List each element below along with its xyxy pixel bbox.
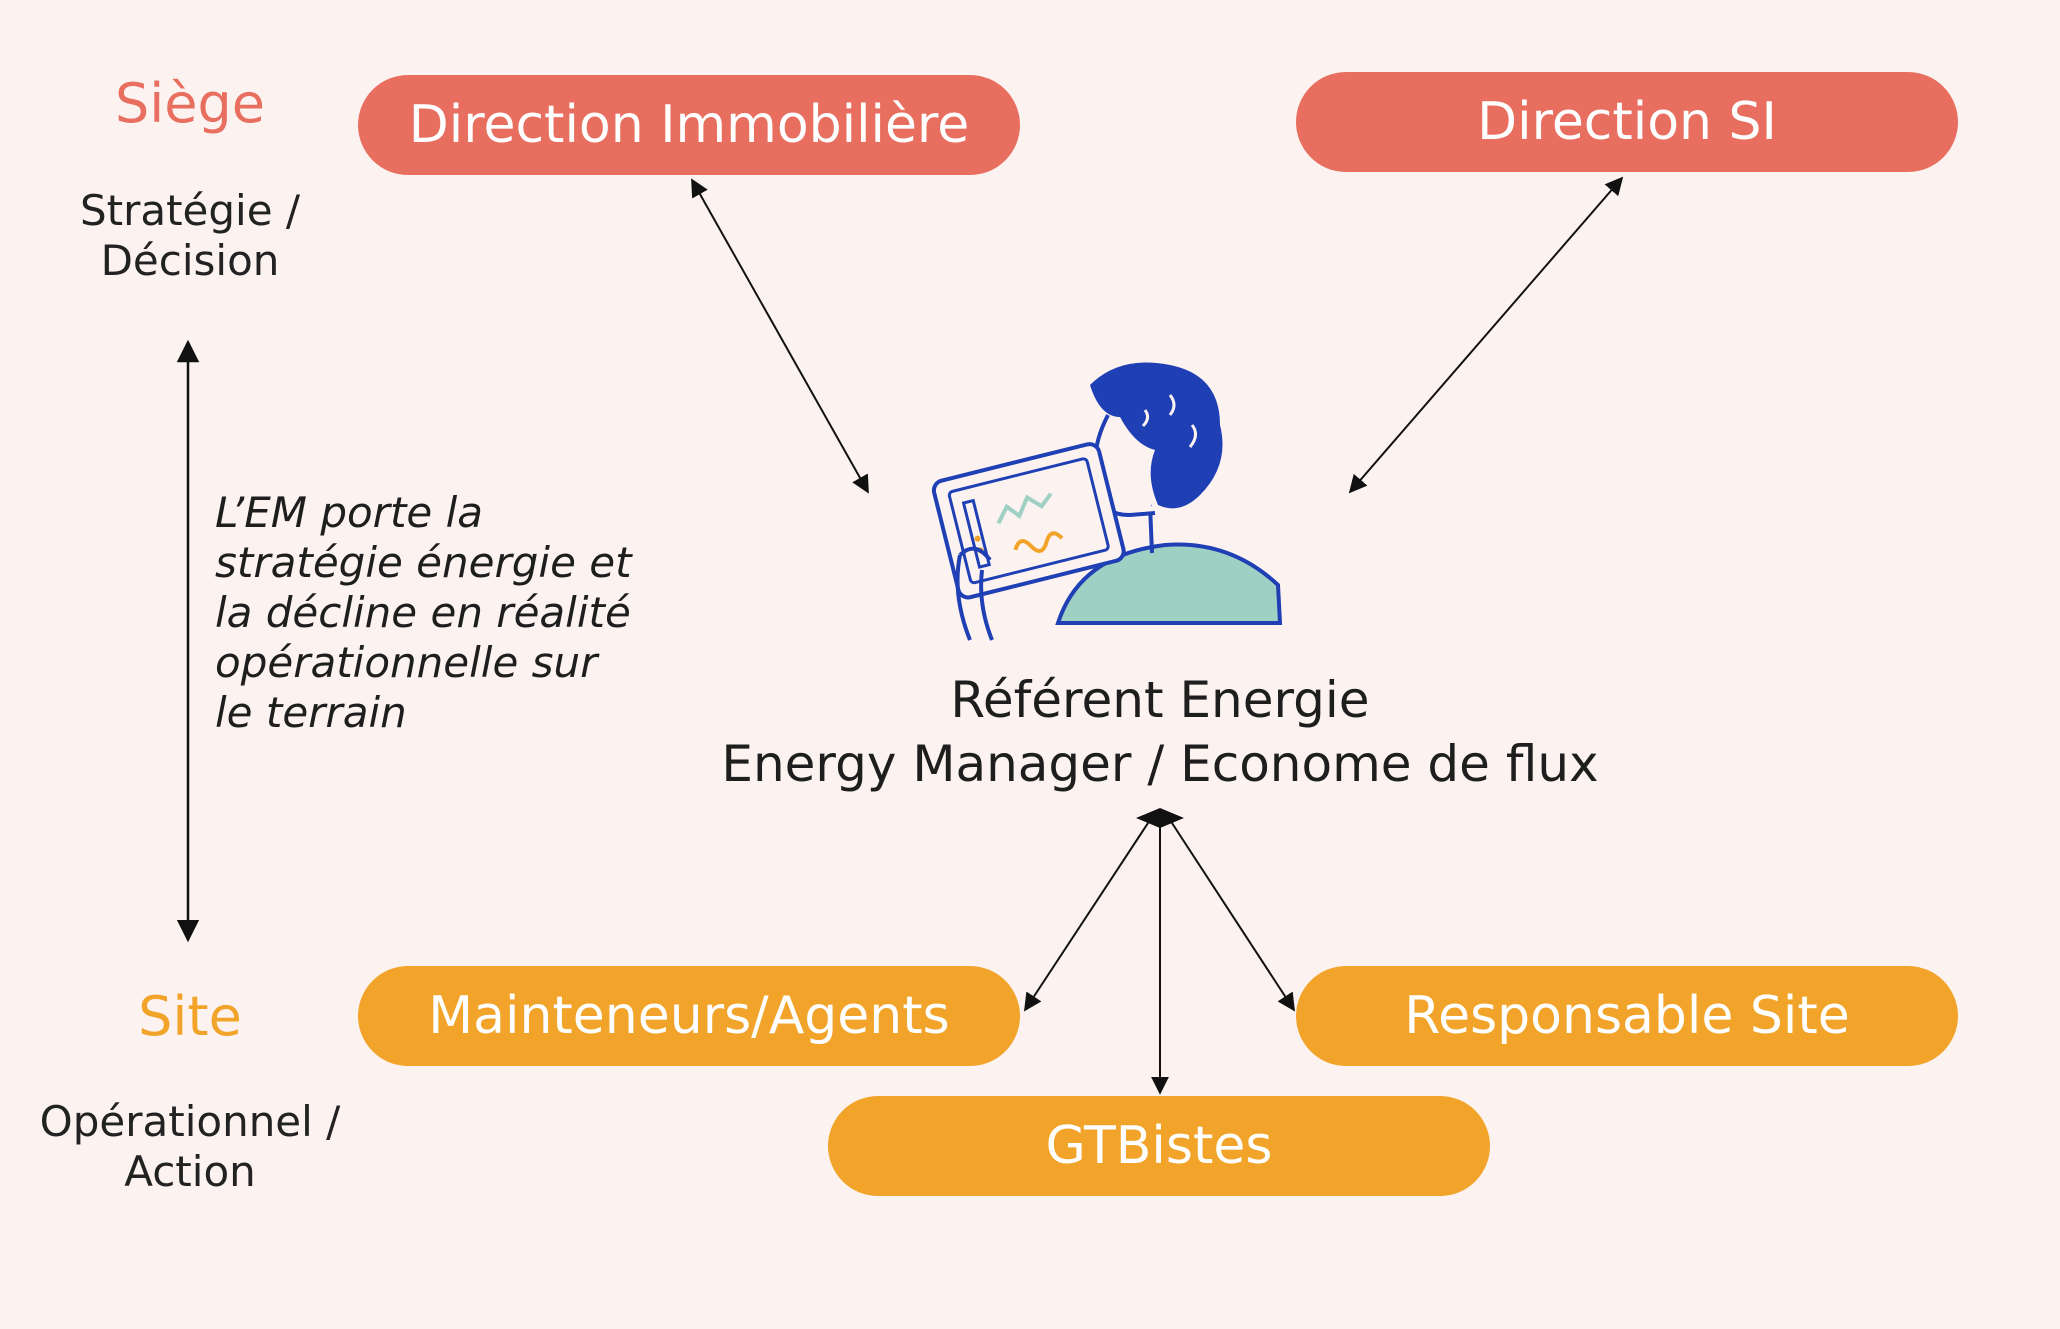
level-subtitle-siege: Stratégie / Décision [0,186,380,286]
central-subtitle: Energy Manager / Econome de flux [721,735,1599,793]
note-line-1: L’EM porte la [215,488,484,537]
note-line-5: le terrain [215,688,407,737]
node-gtbistes: GTBistes [828,1096,1490,1196]
level-title-siege: Siège [114,72,265,135]
arrow-mainteneurs [1024,819,1151,1012]
level-subtitle-site-line1: Opérationnel / [39,1097,341,1146]
arrow-direction-si [1348,176,1624,494]
level-subtitle-siege-line1: Stratégie / [79,186,301,235]
node-direction-si: Direction SI [1296,72,1958,172]
node-mainteneurs-agents: Mainteneurs/Agents [358,966,1020,1066]
level-subtitle-siege-line2: Décision [100,236,280,285]
level-subtitle-site: Opérationnel / Action [0,1097,380,1197]
central-role-label: Référent Energie Energy Manager / Econom… [640,668,1680,796]
level-subtitle-site-line2: Action [124,1147,256,1196]
note-line-3: la décline en réalité [215,588,631,637]
note-line-4: opérationnelle sur [215,638,598,687]
hub-diamond [1136,808,1184,828]
arrow-immobiliere [691,178,869,494]
energy-manager-icon [931,362,1283,641]
level-title-site: Site [138,985,242,1048]
note-line-2: stratégie énergie et [215,538,632,587]
em-role-note: L’EM porte la stratégie énergie et la dé… [215,488,685,738]
arrow-responsable-site [1169,819,1295,1012]
central-title: Référent Energie [950,671,1370,729]
node-responsable-site: Responsable Site [1296,966,1958,1066]
node-direction-immobiliere: Direction Immobilière [358,75,1020,175]
